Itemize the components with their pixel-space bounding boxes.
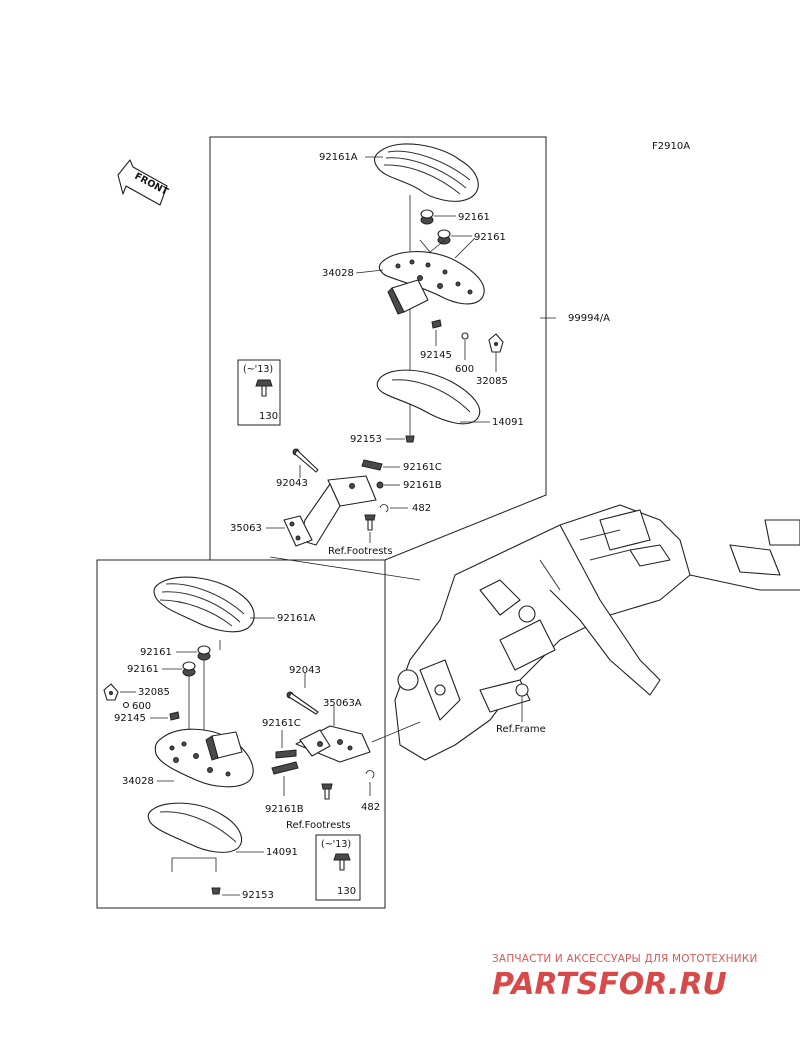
- lower-pin: [286, 691, 319, 715]
- label-35063-upper: 35063: [230, 523, 262, 534]
- upper-group-outline: [209, 136, 547, 561]
- upper-inset-box: [237, 359, 281, 426]
- upper-floorboard-bracket: [378, 251, 485, 315]
- upper-small-grommet: [376, 481, 384, 489]
- label-92161-lower-a: 92161: [140, 647, 172, 658]
- lower-floorboard-bracket: [154, 728, 254, 788]
- lower-spring: [169, 711, 180, 721]
- motorcycle-frame: [394, 504, 800, 761]
- label-600-upper: 600: [455, 364, 474, 375]
- upper-pin: [292, 448, 319, 473]
- upper-footboard-bracket: [283, 475, 377, 547]
- label-99994A: 99994/A: [568, 313, 610, 324]
- diagram-id: F2910A: [652, 141, 690, 152]
- watermark-logo: PARTSFOR.RU: [492, 967, 727, 1002]
- label-92153-lower: 92153: [242, 890, 274, 901]
- frame-ref-label: Ref.Frame: [496, 724, 546, 735]
- label-92161A-lower: 92161A: [277, 613, 316, 624]
- label-92161C-lower: 92161C: [262, 718, 301, 729]
- label-92161-upper-b: 92161: [474, 232, 506, 243]
- label-34028-lower: 34028: [122, 776, 154, 787]
- lower-floorboard-rubber: [153, 576, 255, 633]
- upper-clip: [488, 333, 504, 353]
- upper-floorboard-cover: [376, 369, 481, 425]
- lower-inset-year: (~'13): [321, 839, 351, 850]
- upper-spring: [431, 319, 442, 329]
- label-92161B-lower: 92161B: [265, 804, 304, 815]
- label-92161C-upper: 92161C: [403, 462, 442, 473]
- upper-circlip: [379, 504, 389, 513]
- upper-ref-footrests: Ref.Footrests: [328, 546, 393, 557]
- lower-inset-box: [315, 834, 361, 901]
- lower-footrest-bolt: [321, 783, 333, 800]
- label-14091-upper: 14091: [492, 417, 524, 428]
- lower-clip: [103, 683, 119, 701]
- lower-ball: [122, 701, 130, 709]
- label-92043-lower: 92043: [289, 665, 321, 676]
- label-92043-upper: 92043: [276, 478, 308, 489]
- upper-bolt-icon: [255, 379, 273, 397]
- upper-ball: [461, 332, 469, 340]
- label-92145-lower: 92145: [114, 713, 146, 724]
- upper-grommet-2: [437, 229, 451, 245]
- label-482-lower: 482: [361, 802, 380, 813]
- upper-inset-year: (~'13): [243, 364, 273, 375]
- lower-inset-part: 130: [337, 886, 356, 897]
- upper-rubber-strip: [361, 459, 383, 471]
- lower-ref-footrests: Ref.Footrests: [286, 820, 351, 831]
- label-34028-upper: 34028: [322, 268, 354, 279]
- upper-inset-part: 130: [259, 411, 278, 422]
- label-92161-upper-a: 92161: [458, 212, 490, 223]
- label-92145-upper: 92145: [420, 350, 452, 361]
- label-32085-upper: 32085: [476, 376, 508, 387]
- label-92161B-upper: 92161B: [403, 480, 442, 491]
- label-92161-lower-b: 92161: [127, 664, 159, 675]
- label-14091-lower: 14091: [266, 847, 298, 858]
- label-32085-lower: 32085: [138, 687, 170, 698]
- lower-footboard-bracket: [295, 725, 371, 763]
- lower-screw: [211, 887, 221, 895]
- front-arrow-icon: FRONT: [117, 159, 170, 206]
- label-92161A-upper: 92161A: [319, 152, 358, 163]
- watermark-tagline: ЗАПЧАСТИ И АКСЕССУАРЫ ДЛЯ МОТОТЕХНИКИ: [492, 953, 758, 965]
- label-482-upper: 482: [412, 503, 431, 514]
- upper-grommet-1: [420, 209, 434, 225]
- label-600-lower: 600: [132, 701, 151, 712]
- lower-rubber-strip: [275, 749, 297, 759]
- lower-circlip: [365, 770, 375, 779]
- lower-bolt-icon: [333, 853, 351, 871]
- label-35063A-lower: 35063A: [323, 698, 362, 709]
- label-92153-upper: 92153: [350, 434, 382, 445]
- upper-floorboard-rubber: [373, 143, 479, 202]
- lower-grommet-2: [182, 661, 196, 677]
- lower-grommet-1: [197, 645, 211, 661]
- upper-footrest-bolt: [364, 514, 376, 531]
- lower-rubber-strip-b: [271, 761, 299, 775]
- upper-screw: [405, 435, 415, 443]
- lower-floorboard-cover: [147, 802, 242, 853]
